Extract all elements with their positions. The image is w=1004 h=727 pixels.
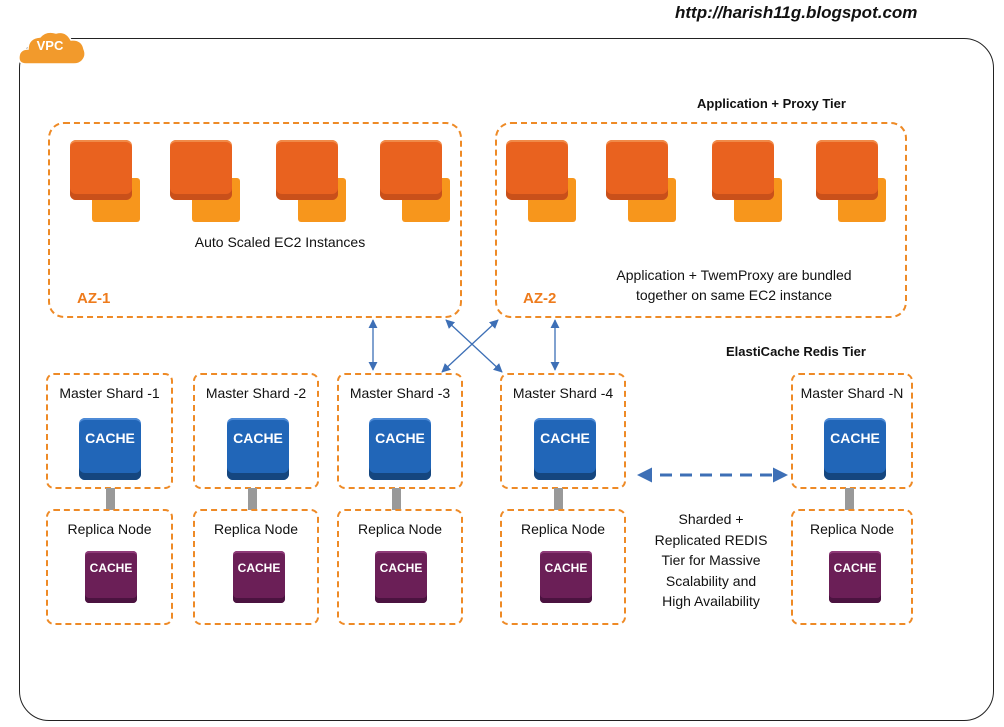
replication-link [392, 488, 401, 510]
replica-node-box: Replica Node CACHE [337, 509, 463, 625]
master-cache-icon: CACHE [369, 418, 431, 480]
az2-zone [495, 122, 907, 318]
ec2-instance-icon [276, 140, 348, 224]
az1-label: AZ-1 [77, 290, 111, 307]
blog-url: http://harish11g.blogspot.com [675, 3, 918, 22]
az2-caption-line2: together on same EC2 instance [635, 287, 833, 303]
az2-caption-line1: Application + TwemProxy are bundled [616, 267, 852, 283]
replication-link [554, 488, 563, 510]
app-proxy-tier-label: Application + Proxy Tier [697, 96, 846, 111]
master-shard-box: Master Shard -1 CACHE [46, 373, 173, 489]
cache-label: CACHE [375, 430, 425, 446]
cache-label: CACHE [830, 430, 880, 446]
az2-caption: Application + TwemProxy are bundled toge… [586, 265, 882, 305]
az1-caption: Auto Scaled EC2 Instances [194, 234, 366, 250]
vpc-container [19, 38, 994, 721]
note-line5: High Availability [662, 593, 760, 609]
cache-label: CACHE [544, 561, 588, 575]
replica-node-box: Replica Node CACHE [791, 509, 913, 625]
vpc-label: VPC [36, 38, 64, 53]
cache-label: CACHE [233, 430, 283, 446]
replica-node-box: Replica Node CACHE [500, 509, 626, 625]
master-shard-box: Master Shard -3 CACHE [337, 373, 463, 489]
az1-zone [48, 122, 462, 318]
replica-node-title: Replica Node [520, 521, 606, 537]
replica-cache-icon: CACHE [829, 551, 881, 603]
replica-cache-icon: CACHE [540, 551, 592, 603]
master-shard-title: Master Shard -N [800, 385, 904, 401]
cache-label: CACHE [85, 430, 135, 446]
redis-tier-label: ElastiCache Redis Tier [726, 344, 866, 359]
ec2-instance-icon [380, 140, 452, 224]
az1-to-shard4-arrow [445, 319, 503, 373]
master-shard-box: Master Shard -N CACHE [791, 373, 913, 489]
master-cache-icon: CACHE [534, 418, 596, 480]
master-cache-icon: CACHE [824, 418, 886, 480]
ec2-instance-icon [70, 140, 142, 224]
note-line4: Scalability and [665, 572, 757, 589]
ec2-instance-icon [170, 140, 242, 224]
cache-label: CACHE [89, 561, 133, 575]
replication-link [248, 488, 257, 510]
ec2-instance-icon [606, 140, 678, 224]
replica-cache-icon: CACHE [233, 551, 285, 603]
replica-cache-icon: CACHE [85, 551, 137, 603]
note-line1: Sharded + [678, 511, 744, 527]
replica-node-box: Replica Node CACHE [193, 509, 319, 625]
cache-label: CACHE [540, 430, 590, 446]
replica-node-title: Replica Node [357, 521, 443, 537]
master-cache-icon: CACHE [79, 418, 141, 480]
master-shard-title: Master Shard -3 [349, 385, 451, 401]
cache-label: CACHE [237, 561, 281, 575]
replica-cache-icon: CACHE [375, 551, 427, 603]
replica-node-title: Replica Node [67, 521, 152, 537]
note-line3: Tier for Massive [661, 552, 761, 568]
sharding-note: Sharded + Replicated REDIS Tier for Mass… [636, 509, 786, 612]
ec2-instance-icon [816, 140, 888, 224]
master-shard-title: Master Shard -1 [59, 385, 160, 401]
az2-to-shard3-arrow [441, 319, 499, 373]
ec2-instance-icon [712, 140, 784, 224]
replica-node-title: Replica Node [809, 521, 895, 537]
replica-node-title: Replica Node [213, 521, 299, 537]
replication-link [845, 488, 854, 510]
cache-label: CACHE [833, 561, 877, 575]
master-shard-title: Master Shard -2 [205, 385, 307, 401]
master-shard-box: Master Shard -2 CACHE [193, 373, 319, 489]
master-cache-icon: CACHE [227, 418, 289, 480]
note-line2: Replicated REDIS [654, 531, 768, 548]
az2-label: AZ-2 [523, 290, 557, 307]
vpc-cloud-icon [18, 31, 86, 65]
replication-link [106, 488, 115, 510]
master-shard-title: Master Shard -4 [512, 385, 614, 401]
master-shard-box: Master Shard -4 CACHE [500, 373, 626, 489]
ec2-instance-icon [506, 140, 578, 224]
replica-node-box: Replica Node CACHE [46, 509, 173, 625]
cache-label: CACHE [379, 561, 423, 575]
